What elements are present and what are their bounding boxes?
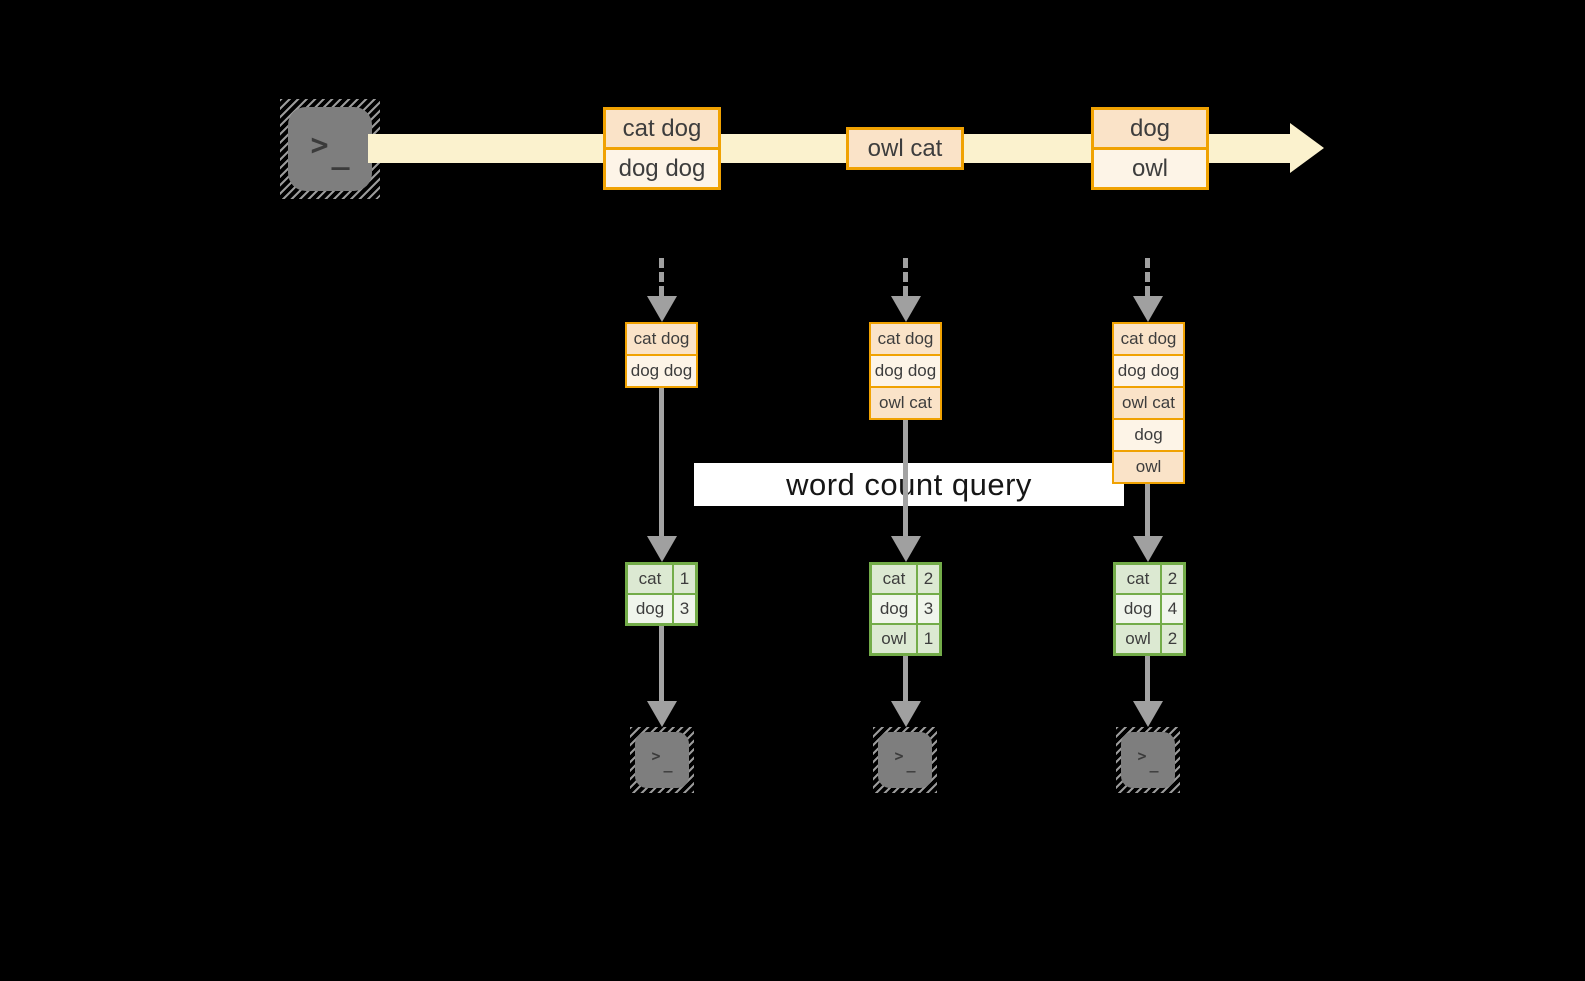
batch-to-input-dashed-arrow-1	[659, 258, 664, 296]
terminal-icon: >_	[1116, 727, 1180, 793]
input-line: cat dog	[1114, 324, 1183, 354]
arrowhead-down-icon	[891, 701, 921, 727]
count-cell: 3	[674, 595, 695, 623]
count-cell: 3	[918, 595, 939, 623]
word-cell: dog	[872, 595, 916, 623]
stream-batch-cell: owl cat	[849, 130, 961, 167]
arrowhead-down-icon	[1133, 536, 1163, 562]
word-count-table-1: cat 1 dog 3	[625, 562, 698, 626]
word-cell: cat	[628, 565, 672, 593]
batch-to-input-dashed-arrow-2	[903, 258, 908, 296]
terminal-glyph: >_	[635, 732, 689, 788]
input-line: owl	[1114, 452, 1183, 482]
stream-batch-cell: owl	[1094, 150, 1206, 187]
stream-batch-cell: dog dog	[606, 150, 718, 187]
input-to-result-arrow-1	[659, 387, 664, 536]
word-count-table-3: cat 2 dog 4 owl 2	[1113, 562, 1186, 656]
word-count-table-2: cat 2 dog 3 owl 1	[869, 562, 942, 656]
input-line: cat dog	[627, 324, 696, 354]
terminal-cursor: _	[663, 755, 673, 773]
stream-arrowhead-icon	[1290, 123, 1324, 173]
input-line: dog dog	[871, 356, 940, 386]
arrowhead-down-icon	[647, 296, 677, 322]
count-cell: 1	[674, 565, 695, 593]
stream-batch-cell: dog	[1094, 110, 1206, 147]
input-line: dog dog	[627, 356, 696, 386]
terminal-cursor: _	[906, 755, 916, 773]
count-cell: 2	[918, 565, 939, 593]
input-line: cat dog	[871, 324, 940, 354]
arrowhead-down-icon	[647, 536, 677, 562]
input-to-result-arrow-3	[1145, 482, 1150, 536]
terminal-icon: >_	[873, 727, 937, 793]
query-label-banner: word count query	[694, 463, 1124, 506]
stream-batch-2: owl cat	[846, 127, 964, 170]
input-line: dog	[1114, 420, 1183, 450]
input-line: owl cat	[1114, 388, 1183, 418]
arrowhead-down-icon	[1133, 701, 1163, 727]
arrowhead-down-icon	[891, 536, 921, 562]
count-cell: 2	[1162, 625, 1183, 653]
arrowhead-down-icon	[647, 701, 677, 727]
terminal-glyph: >_	[1121, 732, 1175, 788]
stream-batch-3: dog owl	[1091, 107, 1209, 190]
terminal-prompt: >	[651, 747, 661, 765]
terminal-prompt: >	[894, 747, 904, 765]
word-cell: cat	[872, 565, 916, 593]
result-to-sink-arrow-2	[903, 656, 908, 701]
result-to-sink-arrow-1	[659, 626, 664, 701]
input-stack-3: cat dog dog dog owl cat dog owl	[1112, 322, 1185, 484]
word-cell: cat	[1116, 565, 1160, 593]
terminal-prompt: >	[310, 127, 329, 163]
terminal-glyph: >_	[288, 107, 372, 191]
arrowhead-down-icon	[1133, 296, 1163, 322]
count-cell: 4	[1162, 595, 1183, 623]
input-stack-1: cat dog dog dog	[625, 322, 698, 388]
input-line: dog dog	[1114, 356, 1183, 386]
stream-batch-cell: cat dog	[606, 110, 718, 147]
result-to-sink-arrow-3	[1145, 656, 1150, 701]
terminal-prompt: >	[1137, 747, 1147, 765]
word-cell: dog	[1116, 595, 1160, 623]
count-cell: 1	[918, 625, 939, 653]
input-to-result-arrow-2	[903, 417, 908, 536]
word-cell: owl	[872, 625, 916, 653]
terminal-cursor: _	[1149, 755, 1159, 773]
word-cell: dog	[628, 595, 672, 623]
arrowhead-down-icon	[891, 296, 921, 322]
stream-batch-1: cat dog dog dog	[603, 107, 721, 190]
terminal-icon: >_	[280, 99, 380, 199]
input-line: owl cat	[871, 388, 940, 418]
terminal-icon: >_	[630, 727, 694, 793]
batch-to-input-dashed-arrow-3	[1145, 258, 1150, 296]
terminal-cursor: _	[331, 135, 350, 171]
query-label: word count query	[786, 466, 1032, 502]
input-stack-2: cat dog dog dog owl cat	[869, 322, 942, 420]
terminal-glyph: >_	[878, 732, 932, 788]
word-cell: owl	[1116, 625, 1160, 653]
count-cell: 2	[1162, 565, 1183, 593]
